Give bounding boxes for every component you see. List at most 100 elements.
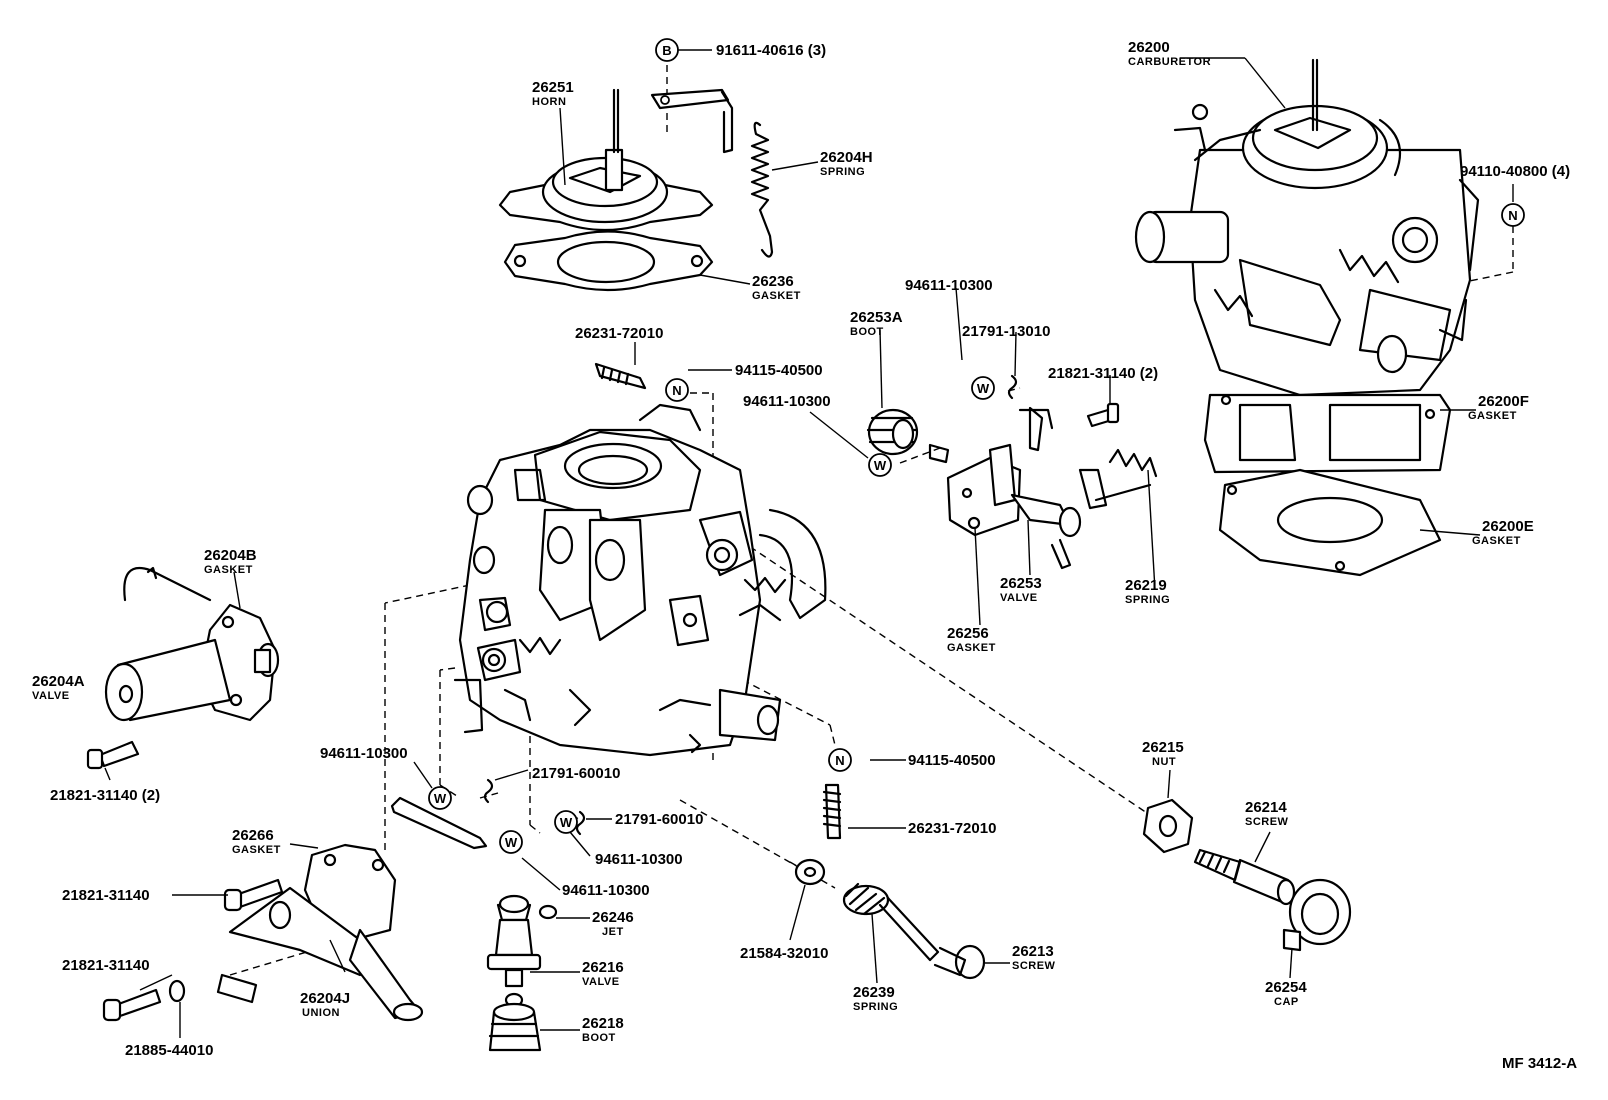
- label-94115-40500-top: 94115-40500: [735, 362, 823, 379]
- screw-spring-26213: [842, 882, 986, 980]
- gasket-part-26236: [503, 230, 714, 292]
- label-gasket-26236: GASKET: [752, 290, 801, 302]
- label-26251: 26251: [532, 79, 574, 96]
- svg-text:W: W: [560, 815, 573, 830]
- symbol-n-94115-top: N: [665, 378, 689, 402]
- clip-part-21791-13010: [1007, 374, 1018, 400]
- label-21821-31140-2-left: 21821-31140 (2): [50, 787, 160, 804]
- label-21584-32010: 21584-32010: [740, 945, 828, 962]
- symbol-w-94611-center: W: [554, 810, 578, 834]
- label-26200: 26200: [1128, 39, 1170, 56]
- label-91611-40616: 91611-40616 (3): [716, 42, 826, 59]
- label-26253A: 26253A: [850, 309, 903, 326]
- label-21791-60010-upper: 21791-60010: [532, 765, 620, 782]
- label-21791-60010-lower: 21791-60010: [615, 811, 703, 828]
- valve-jet-boot: [486, 894, 558, 1052]
- label-26204J: 26204J: [300, 990, 350, 1007]
- symbol-n-94115-right: N: [828, 748, 852, 772]
- screw-part-26231-top: [594, 362, 647, 390]
- label-94110-40800: 94110-40800 (4): [1460, 163, 1570, 180]
- spring-part-26204H: [750, 121, 774, 258]
- symbol-w-94611-left: W: [428, 786, 452, 810]
- label-boot-26253A: BOOT: [850, 326, 884, 338]
- nut-part-26215: [1142, 798, 1194, 854]
- valve-assembly-26204A: [104, 566, 280, 722]
- label-26254: 26254: [1265, 979, 1307, 996]
- label-spring-26204H: SPRING: [820, 166, 865, 178]
- symbol-w-94611-top: W: [971, 376, 995, 400]
- label-26204H: 26204H: [820, 149, 873, 166]
- label-valve-26204A: VALVE: [32, 690, 70, 702]
- label-26204A: 26204A: [32, 673, 85, 690]
- label-carburetor: CARBURETOR: [1128, 56, 1211, 68]
- label-21821-31140-mid: 21821-31140: [62, 887, 150, 904]
- label-valve-26253: VALVE: [1000, 592, 1038, 604]
- symbol-n-94110: N: [1501, 203, 1525, 227]
- boot-part-26253A: [866, 408, 919, 456]
- svg-text:W: W: [977, 381, 990, 396]
- diagram-code: MF 3412-A: [1502, 1055, 1577, 1072]
- label-26200F: 26200F: [1478, 393, 1529, 410]
- label-21791-13010: 21791-13010: [962, 323, 1050, 340]
- label-26215: 26215: [1142, 739, 1184, 756]
- label-gasket-26256: GASKET: [947, 642, 996, 654]
- cap-part-26254: [1282, 878, 1352, 952]
- symbol-w-94611-boot: W: [868, 453, 892, 477]
- label-boot-26218: BOOT: [582, 1032, 616, 1044]
- label-jet: JET: [602, 926, 624, 938]
- label-horn: HORN: [532, 96, 566, 108]
- valve-assembly-26253: [928, 406, 1082, 570]
- label-26266: 26266: [232, 827, 274, 844]
- label-26246: 26246: [592, 909, 634, 926]
- svg-text:N: N: [672, 383, 681, 398]
- label-94611-10300-lower: 94611-10300: [562, 882, 650, 899]
- symbol-b-91611: B: [655, 38, 679, 62]
- label-94115-40500-right: 94115-40500: [908, 752, 996, 769]
- label-26231-72010-top: 26231-72010: [575, 325, 663, 342]
- label-cap: CAP: [1274, 996, 1299, 1008]
- svg-text:W: W: [434, 791, 447, 806]
- label-26253: 26253: [1000, 575, 1042, 592]
- label-26218: 26218: [582, 1015, 624, 1032]
- gasket-part-26200F: [1203, 393, 1452, 474]
- carburetor-assembly: [1134, 58, 1480, 397]
- symbol-w-94611-lower: W: [499, 830, 523, 854]
- label-26239: 26239: [853, 984, 895, 1001]
- bolt-part-lower-left: [102, 878, 284, 1022]
- label-26200E: 26200E: [1482, 518, 1534, 535]
- label-union: UNION: [302, 1007, 340, 1019]
- svg-text:W: W: [874, 458, 887, 473]
- label-26231-72010-right: 26231-72010: [908, 820, 996, 837]
- label-gasket-26204B: GASKET: [204, 564, 253, 576]
- label-valve-26216: VALVE: [582, 976, 620, 988]
- bracket-part: [650, 88, 734, 154]
- horn-part: [498, 88, 714, 232]
- union-assembly-26204J: [216, 843, 424, 1022]
- spring-part-26219: [1078, 448, 1158, 510]
- bolt-part-upper: [1086, 402, 1120, 428]
- label-26236: 26236: [752, 273, 794, 290]
- label-94611-10300-top: 94611-10300: [905, 277, 993, 294]
- leader-lines: [104, 49, 1514, 1038]
- svg-text:N: N: [835, 753, 844, 768]
- label-94611-10300-boot: 94611-10300: [743, 393, 831, 410]
- bolt-part-left: [86, 740, 140, 770]
- svg-text:B: B: [662, 43, 671, 58]
- label-94611-10300-left: 94611-10300: [320, 745, 408, 762]
- label-screw-26213: SCREW: [1012, 960, 1056, 972]
- ring-part-21584: [794, 858, 826, 886]
- screw-part-26214: [1193, 848, 1296, 906]
- label-21821-31140-2-upper: 21821-31140 (2): [1048, 365, 1158, 382]
- label-94611-10300-center: 94611-10300: [595, 851, 683, 868]
- label-screw-26214: SCREW: [1245, 816, 1289, 828]
- label-21885-44010: 21885-44010: [125, 1042, 213, 1059]
- label-26214: 26214: [1245, 799, 1287, 816]
- clip-part-21791-60010: [483, 778, 586, 836]
- label-gasket-26200E: GASKET: [1472, 535, 1521, 547]
- svg-text:N: N: [1508, 208, 1517, 223]
- label-spring-26219: SPRING: [1125, 594, 1170, 606]
- carburetor-body: [453, 403, 827, 757]
- screw-part-26231-right: [822, 783, 842, 840]
- label-26219: 26219: [1125, 577, 1167, 594]
